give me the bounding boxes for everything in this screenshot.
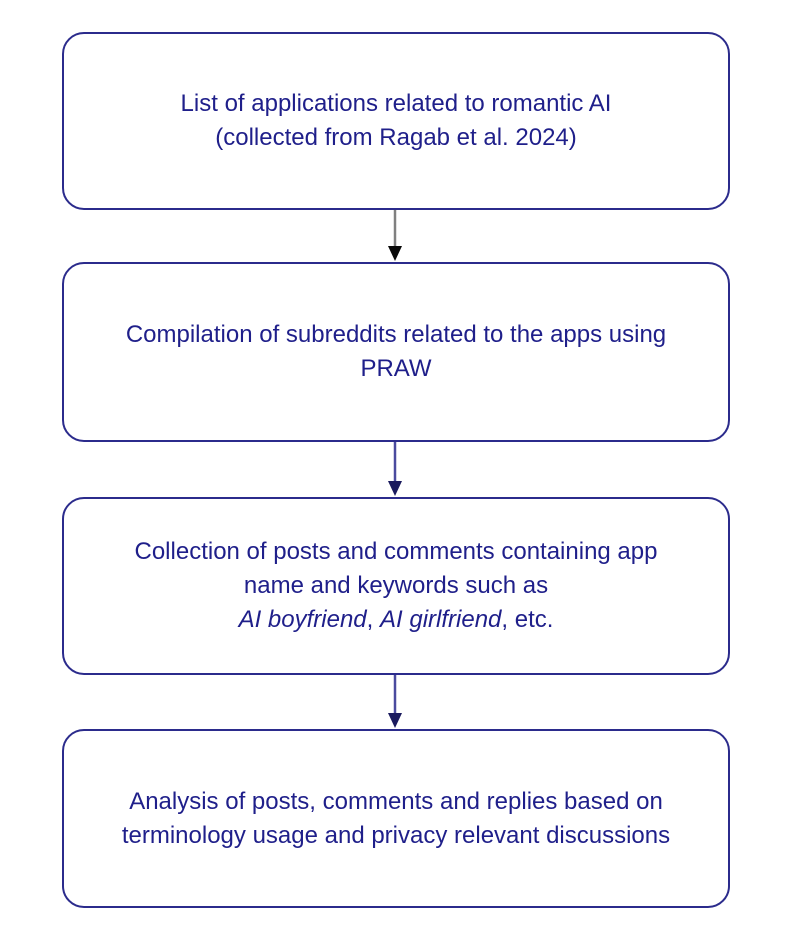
keyword-tail: , etc.: [501, 606, 554, 633]
down-arrow-1: [388, 210, 402, 261]
keyword-separator: ,: [366, 606, 380, 633]
down-arrow-3: [388, 675, 402, 728]
step-keywords-line: AI boyfriend, AI girlfriend, etc.: [239, 603, 554, 637]
step-text-line: List of applications related to romantic…: [180, 90, 612, 117]
down-arrow-2-head: [388, 481, 402, 496]
down-arrow-2: [388, 442, 402, 496]
keyword-ai-girlfriend: AI girlfriend: [380, 606, 502, 633]
step-text-line: Collection of posts and comments contain…: [134, 538, 658, 565]
step-text-line: Compilation of subreddits related to the…: [125, 321, 667, 348]
down-arrow-1-head: [388, 246, 402, 261]
flowchart-step-applications-list: List of applications related to romantic…: [62, 32, 730, 210]
step-text-line: terminology usage and privacy relevant d…: [121, 821, 671, 849]
step-text-line: name and keywords such as: [243, 572, 549, 599]
flowchart-step-analysis: Analysis of posts, comments and replies …: [62, 729, 730, 908]
flowchart-step-posts-collection: Collection of posts and comments contain…: [62, 497, 730, 675]
flowchart-step-subreddit-compilation: Compilation of subreddits related to the…: [62, 262, 730, 442]
step-text-line: Analysis of posts, comments and replies …: [129, 787, 663, 815]
step-text-line: PRAW: [360, 355, 432, 382]
keyword-ai-boyfriend: AI boyfriend: [238, 606, 367, 633]
step-text-line: (collected from Ragab et al. 2024): [215, 124, 577, 151]
down-arrow-3-head: [388, 713, 402, 728]
